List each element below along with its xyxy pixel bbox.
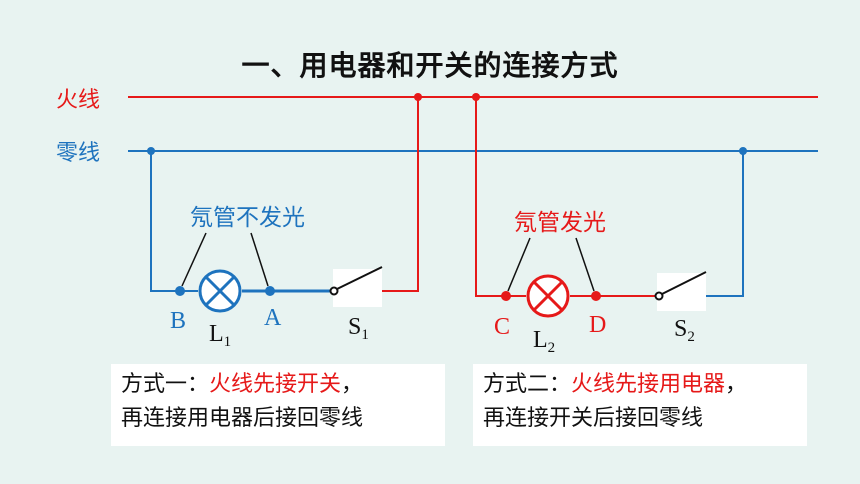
right-neon-pointer-c [507, 237, 531, 292]
method-two-box: 方式二：火线先接用电器， 再连接开关后接回零线 [473, 364, 807, 446]
point-c-label: C [494, 314, 511, 340]
left-live-junction [414, 93, 422, 101]
page-title: 一、用电器和开关的连接方式 [241, 49, 619, 82]
left-neutral-junction [147, 147, 155, 155]
point-d-label: D [589, 312, 607, 338]
lamp-l1-label: L1 [209, 321, 232, 350]
point-b-label: B [170, 308, 187, 334]
right-live-junction [472, 93, 480, 101]
lamp-l2 [526, 274, 570, 318]
left-neon-pointer-b [181, 232, 207, 287]
method-one-line2: 再连接用电器后接回零线 [121, 406, 364, 431]
point-a-dot [265, 286, 275, 296]
lamp-l1 [198, 269, 242, 313]
point-a-label: A [264, 305, 282, 331]
switch-s2 [654, 271, 707, 311]
method-two-line2: 再连接开关后接回零线 [483, 406, 704, 431]
neutral-wire-label: 零线 [56, 141, 101, 166]
lamp-l2-label: L2 [533, 327, 556, 356]
switch-s1 [329, 266, 383, 307]
method-one-box: 方式一：火线先接开关， 再连接用电器后接回零线 [111, 364, 445, 446]
right-neon-label: 氖管发光 [514, 210, 606, 236]
switch-s1-label: S1 [348, 314, 369, 343]
point-d-dot [591, 291, 601, 301]
method-one-line1: 方式一：火线先接开关， [121, 372, 364, 397]
point-c-dot [501, 291, 511, 301]
right-neutral-branch [706, 151, 744, 297]
right-neutral-junction [739, 147, 747, 155]
left-neon-label: 氖管不发光 [190, 205, 305, 231]
right-neon-pointer-d [575, 237, 595, 292]
left-live-branch [382, 97, 419, 292]
live-wire-label: 火线 [56, 88, 101, 113]
point-b-dot [175, 286, 185, 296]
method-two-line1: 方式二：火线先接用电器， [483, 372, 748, 397]
left-neon-pointer-a [250, 232, 269, 287]
switch-s2-label: S2 [674, 316, 695, 345]
